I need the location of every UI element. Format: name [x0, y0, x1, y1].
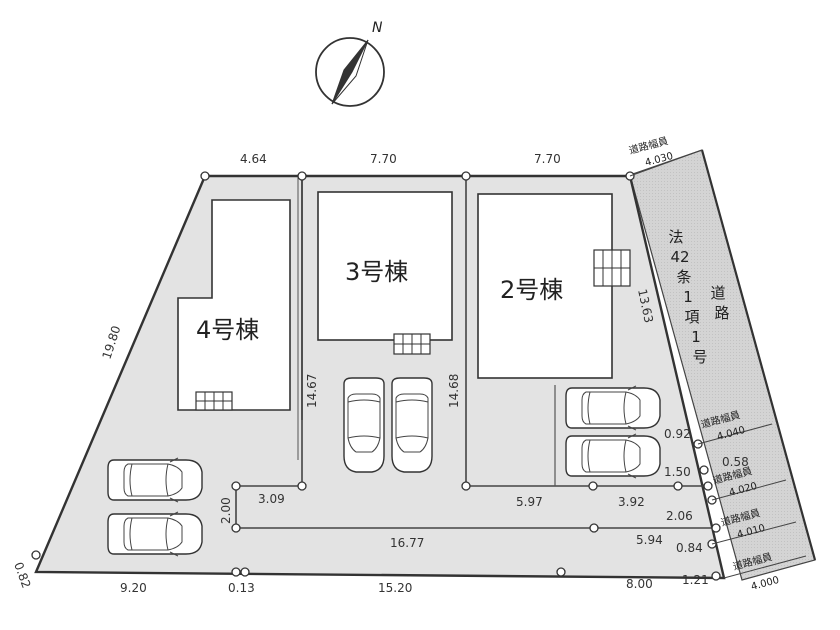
svg-text:3.92: 3.92 [618, 495, 645, 509]
svg-text:3.09: 3.09 [258, 492, 285, 506]
svg-text:7.70: 7.70 [370, 152, 397, 166]
svg-text:8.00: 8.00 [626, 577, 653, 591]
svg-text:4.000: 4.000 [750, 575, 781, 593]
svg-text:1.21: 1.21 [682, 573, 709, 587]
car-parking-1 [107, 457, 203, 503]
svg-text:1: 1 [691, 328, 701, 346]
svg-text:15.20: 15.20 [378, 581, 412, 595]
svg-text:9.20: 9.20 [120, 581, 147, 595]
building-3-label: 3号棟 [345, 258, 408, 286]
svg-text:13.63: 13.63 [635, 288, 656, 325]
road-width-5: 道路幅員 4.000 [723, 550, 807, 593]
svg-text:0.82: 0.82 [11, 560, 33, 590]
svg-text:0.92: 0.92 [664, 427, 691, 441]
svg-text:19.80: 19.80 [100, 324, 124, 361]
north-label: N [372, 20, 383, 36]
svg-text:5.97: 5.97 [516, 495, 543, 509]
building-4-label: 4号棟 [196, 316, 259, 344]
svg-text:5.94: 5.94 [636, 533, 663, 547]
car-parking-3 [343, 377, 385, 473]
svg-text:号: 号 [692, 348, 707, 366]
svg-text:2.06: 2.06 [666, 509, 693, 523]
svg-text:項: 項 [684, 308, 699, 326]
building-2-label: 2号棟 [500, 276, 563, 304]
svg-text:14.67: 14.67 [305, 374, 319, 408]
svg-text:1: 1 [683, 288, 693, 306]
svg-text:2.00: 2.00 [219, 497, 233, 524]
north-arrow: N [315, 20, 385, 107]
svg-text:1.50: 1.50 [664, 465, 691, 479]
svg-text:0.13: 0.13 [228, 581, 255, 595]
svg-text:路: 路 [714, 304, 729, 322]
building-2: 2号棟 [477, 193, 631, 379]
svg-text:0.84: 0.84 [676, 541, 703, 555]
road-main-label: 法 42 条 1 項 1 号 道 路 [668, 228, 729, 366]
svg-text:16.77: 16.77 [390, 536, 424, 550]
svg-text:14.68: 14.68 [447, 374, 461, 408]
svg-text:法: 法 [668, 228, 683, 246]
svg-text:道: 道 [710, 284, 725, 302]
car-parking-4 [391, 377, 433, 473]
svg-text:7.70: 7.70 [534, 152, 561, 166]
svg-text:条: 条 [676, 268, 691, 286]
boundary-markers [31, 171, 721, 581]
building-3: 3号棟 [317, 191, 453, 355]
car-parking-2 [107, 511, 203, 557]
car-parking-5 [565, 385, 661, 431]
building-4: 4号棟 [177, 199, 291, 411]
svg-text:42: 42 [670, 248, 689, 266]
svg-text:0.58: 0.58 [722, 455, 749, 469]
svg-text:4.64: 4.64 [240, 152, 267, 166]
dimension-labels: 4.64 7.70 7.70 19.80 13.63 14.67 14.68 0… [11, 152, 749, 595]
car-parking-6 [565, 433, 661, 479]
